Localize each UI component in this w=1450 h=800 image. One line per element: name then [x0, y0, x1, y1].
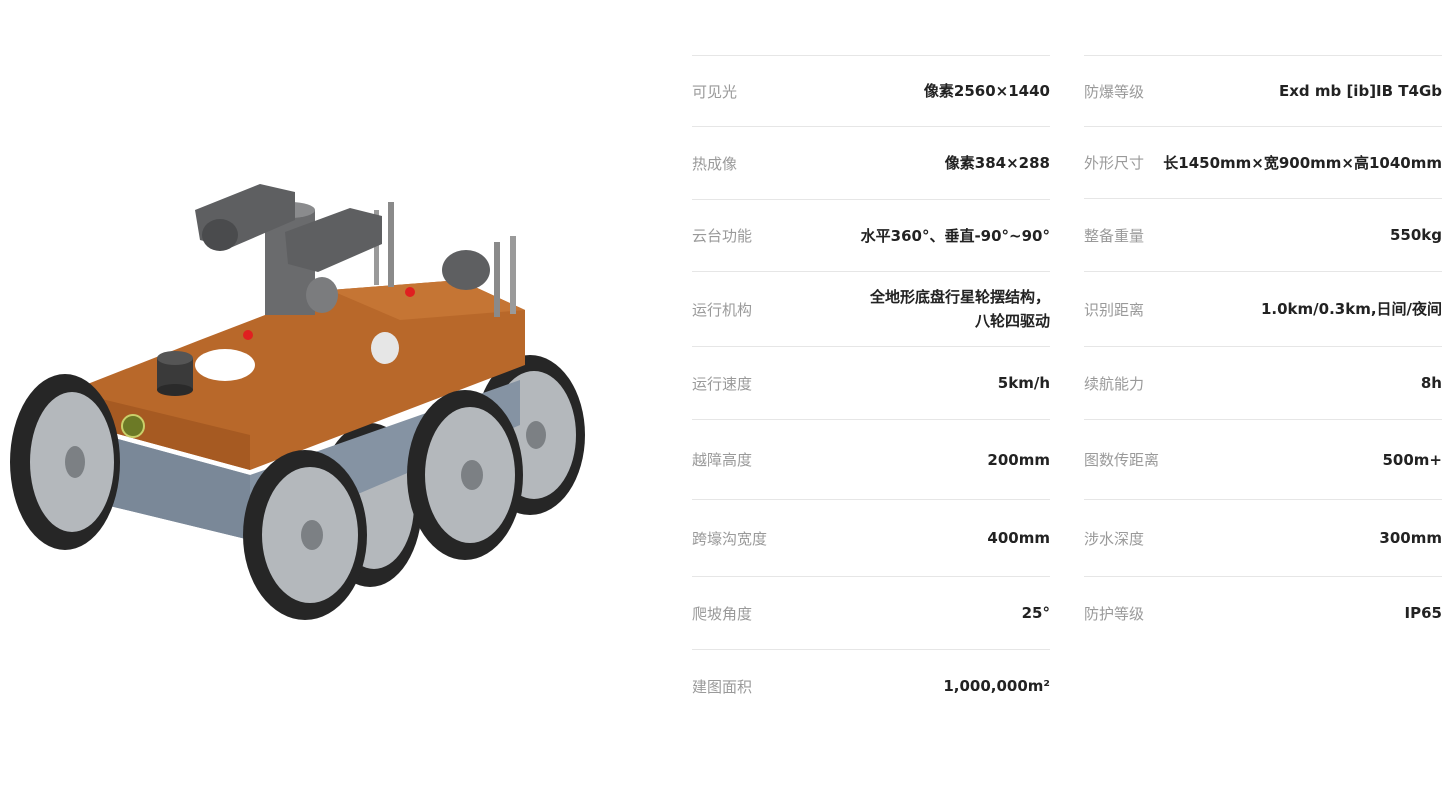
spec-row: 图数传距离 500m+: [1084, 419, 1442, 499]
spec-label: 热成像: [692, 154, 738, 173]
visible-light-camera: [195, 184, 295, 251]
spec-row: 涉水深度 300mm: [1084, 499, 1442, 576]
spec-value: IP65: [1404, 604, 1442, 622]
spec-label: 涉水深度: [1084, 529, 1145, 548]
spec-value: 1,000,000m²: [943, 677, 1050, 695]
spec-label: 图数传距离: [1084, 451, 1160, 469]
spec-label: 爬坡角度: [692, 604, 753, 623]
spec-column-left: 可见光 像素2560×1440 热成像 像素384×288 云台功能 水平360°、垂直-…: [692, 55, 1050, 722]
spec-row: 越障高度 200mm: [692, 419, 1050, 499]
spec-value: 550kg: [1389, 226, 1442, 244]
wheel-front-center: [243, 450, 367, 620]
lidar-sensor: [157, 351, 193, 396]
spec-label: 防护等级: [1084, 604, 1145, 623]
spec-label: 越障高度: [692, 451, 753, 469]
spec-value: 500m+: [1382, 450, 1442, 469]
inspection-robot-image: [10, 184, 585, 620]
spec-value: 像素384×288: [944, 154, 1050, 172]
spec-label: 识别距离: [1084, 300, 1145, 319]
spec-row: 可见光 像素2560×1440: [692, 55, 1050, 126]
spec-row: 运行速度 5km/h: [692, 346, 1050, 419]
spec-value: Exd mb [ib]IB T4Gb: [1278, 82, 1442, 100]
spec-row: 整备重量 550kg: [1084, 198, 1442, 271]
spec-label: 可见光: [692, 82, 738, 101]
spec-row: 运行机构 全地形底盘行星轮摆结构， 八轮四驱动: [692, 271, 1050, 346]
thermal-camera: [285, 208, 382, 313]
wheel-front-right: [407, 390, 523, 560]
spec-value: 5km/h: [997, 374, 1050, 392]
front-lamp: [121, 414, 145, 438]
spec-value: 长1450mm×宽900mm×高1040mm: [1163, 153, 1442, 172]
spec-row: 爬坡角度 25°: [692, 576, 1050, 649]
spec-label: 续航能力: [1084, 374, 1145, 393]
spec-row: 热成像 像素384×288: [692, 126, 1050, 199]
spec-label: 运行机构: [692, 300, 753, 319]
spec-row: 云台功能 水平360°、垂直-90°~90°: [692, 199, 1050, 271]
spec-value: 像素2560×1440: [923, 82, 1050, 100]
spec-value: 水平360°、垂直-90°~90°: [860, 226, 1050, 245]
spec-row: 跨壕沟宽度 400mm: [692, 499, 1050, 576]
spec-label: 防爆等级: [1084, 82, 1145, 101]
spec-label: 运行速度: [692, 374, 753, 393]
spec-value: 1.0km/0.3km,日间/夜间: [1260, 300, 1442, 318]
spec-row: 外形尺寸长1450mm×宽900mm×高1040mm: [1084, 126, 1442, 198]
wheel-front-left: [10, 374, 120, 550]
spec-label: 跨壕沟宽度: [692, 529, 768, 548]
spec-column-right: 防爆等级 Exd mb [ib]IB T4Gb 外形尺寸长1450mm×宽900mm…: [1084, 55, 1442, 649]
spec-row: 建图面积 1,000,000m²: [692, 649, 1050, 722]
spec-value: 400mm: [987, 529, 1050, 547]
spec-row: 防爆等级 Exd mb [ib]IB T4Gb: [1084, 55, 1442, 126]
spec-row: 续航能力 8h: [1084, 346, 1442, 419]
rear-pan-tilt: [442, 250, 490, 290]
spec-label: 整备重量: [1084, 226, 1145, 245]
spec-value: 8h: [1420, 374, 1442, 392]
spec-label: 云台功能: [692, 227, 753, 245]
spec-row: 防护等级 IP65: [1084, 576, 1442, 649]
spec-value: 200mm: [987, 450, 1050, 469]
spec-label: 建图面积: [692, 677, 753, 696]
spec-label: 外形尺寸: [1084, 154, 1145, 172]
spec-value: 全地形底盘行星轮摆结构， 八轮四驱动: [869, 288, 1050, 330]
spec-value: 25°: [1021, 604, 1050, 622]
spec-value: 300mm: [1379, 529, 1442, 547]
spec-row: 识别距离 1.0km/0.3km,日间/夜间: [1084, 271, 1442, 346]
